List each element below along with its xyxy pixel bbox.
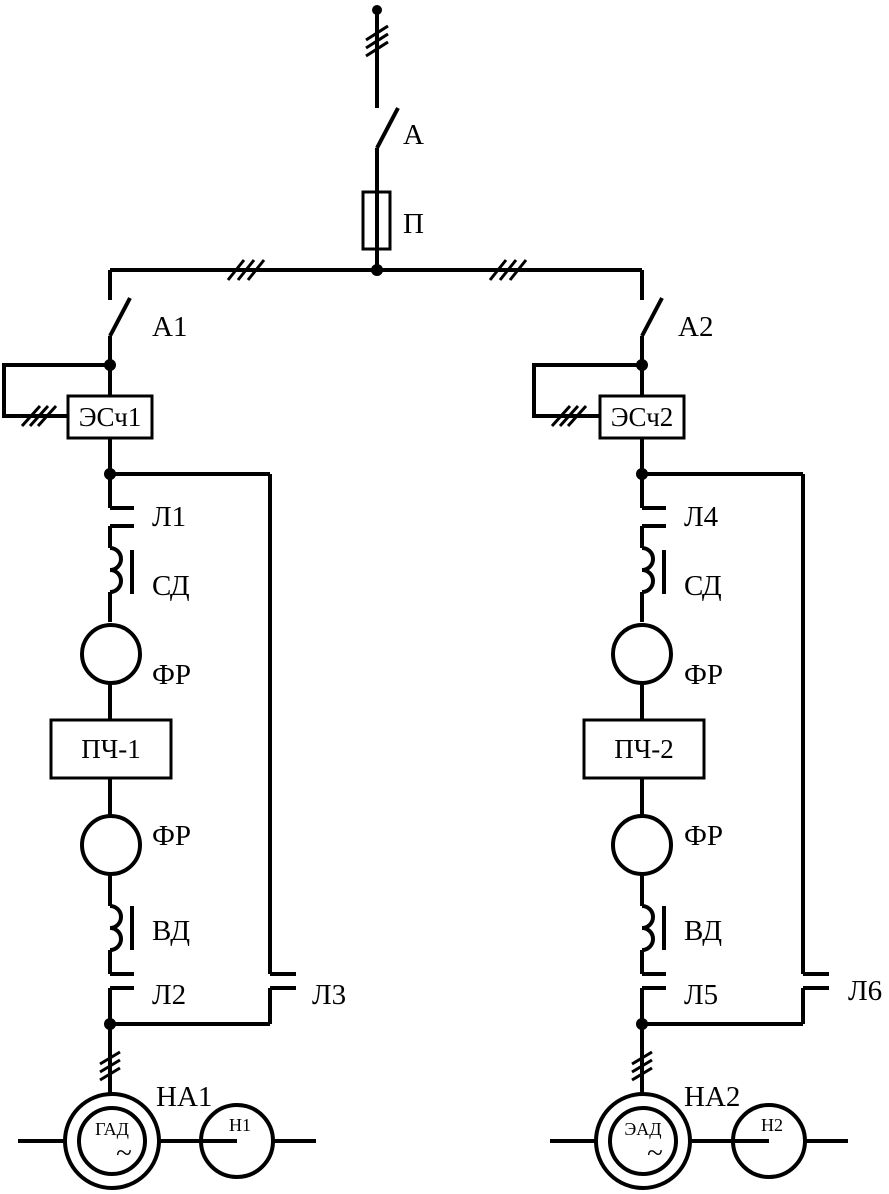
contactor-l5-label: Л5: [684, 979, 718, 1011]
filter-fr-2b-label: ФР: [684, 820, 723, 852]
switch-a1-label: А1: [152, 311, 187, 343]
contactor-l6-label: Л6: [848, 975, 882, 1007]
switch-a1: А1: [108, 297, 187, 343]
pump-1-label: Н1: [229, 1115, 251, 1135]
inductor-sd-1: СД: [109, 546, 190, 602]
three-phase-mark-motor-1: [99, 1050, 121, 1082]
three-phase-mark-left: [226, 259, 266, 281]
contactor-l5: Л5: [642, 972, 718, 1011]
contactor-l1-label: Л1: [152, 501, 186, 533]
contactor-l1: Л1: [110, 501, 186, 533]
contactor-l4: Л4: [642, 501, 719, 533]
contactor-l3-label: Л3: [312, 979, 346, 1011]
filter-fr-1a-label: ФР: [152, 659, 191, 691]
filter-fr-2a: ФР: [611, 623, 723, 691]
filter-fr-2a-label: ФР: [684, 659, 723, 691]
left-branch: А1 ЭСч1 Л1 СД: [2, 297, 346, 1190]
filter-fr-1b: ФР: [80, 814, 191, 876]
bypass-line-left: [110, 472, 272, 974]
pump-2-label: Н2: [761, 1115, 783, 1135]
converter-1: ПЧ-1: [49, 718, 173, 780]
inductor-vd-2-label: ВД: [684, 915, 722, 947]
contactor-l3: Л3: [268, 972, 346, 1024]
contactor-l2-label: Л2: [152, 979, 186, 1011]
three-phase-mark-motor-2: [631, 1050, 653, 1082]
right-branch: А2 ЭСч2 Л4 СД: [532, 297, 882, 1190]
pump-unit-2-label: НА2: [684, 1081, 740, 1113]
main-bus: [108, 259, 644, 300]
three-phase-mark-top: [365, 24, 389, 58]
inductor-sd-1-label: СД: [152, 570, 190, 602]
main-switch-a: А: [375, 107, 424, 192]
contactor-l6: Л6: [801, 972, 882, 1024]
pump-unit-1-label: НА1: [156, 1081, 212, 1113]
motor-1-label: ГАД: [95, 1119, 129, 1139]
switch-a2-label: А2: [678, 311, 713, 343]
inductor-vd-2: ВД: [641, 904, 722, 952]
converter-2-label: ПЧ-2: [614, 734, 674, 764]
meter-1-label: ЭСч1: [79, 402, 142, 432]
ac-symbol-1: ~: [116, 1137, 132, 1169]
inductor-sd-2: СД: [641, 546, 722, 602]
fuse-label: П: [403, 208, 424, 240]
filter-fr-1b-label: ФР: [152, 820, 191, 852]
meter-2: ЭСч2: [532, 363, 686, 440]
inductor-vd-1: ВД: [109, 904, 190, 952]
main-switch-label: А: [403, 119, 424, 151]
filter-fr-1a: ФР: [80, 623, 191, 691]
switch-a2: А2: [640, 297, 713, 343]
bypass-line-right: [642, 472, 805, 974]
fuse-p: П: [361, 190, 424, 270]
converter-1-label: ПЧ-1: [81, 734, 141, 764]
inductor-sd-2-label: СД: [684, 570, 722, 602]
contactor-l4-label: Л4: [684, 501, 719, 533]
inductor-vd-1-label: ВД: [152, 915, 190, 947]
motor-2-label: ЭАД: [624, 1119, 661, 1139]
filter-fr-2b: ФР: [611, 814, 723, 876]
three-phase-mark-right: [488, 259, 528, 281]
supply-input: [365, 5, 389, 108]
pump-unit-1: НА1 ГАД ~ Н1: [18, 1081, 316, 1190]
contactor-l2: Л2: [110, 972, 186, 1011]
ac-symbol-2: ~: [647, 1137, 663, 1169]
pump-unit-2: НА2 ЭАД ~ Н2: [550, 1081, 848, 1190]
meter-1: ЭСч1: [2, 363, 154, 440]
converter-2: ПЧ-2: [582, 718, 706, 780]
meter-2-label: ЭСч2: [611, 402, 674, 432]
